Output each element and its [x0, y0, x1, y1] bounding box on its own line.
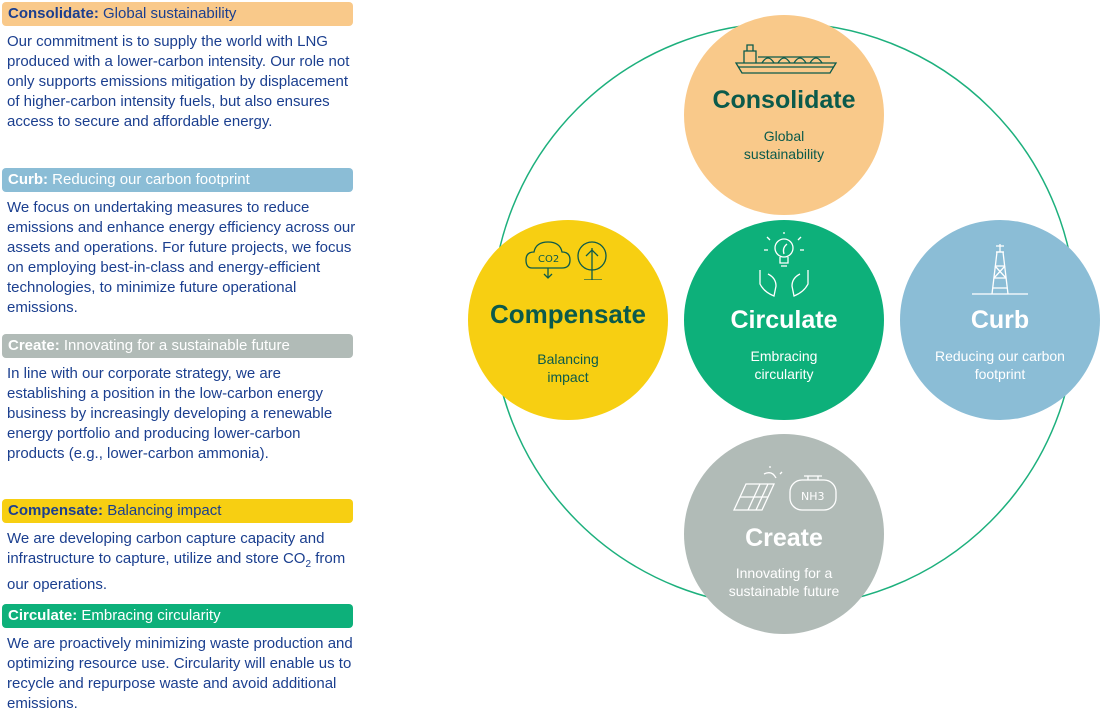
- circle-consolidate: Consolidate Global sustainability: [684, 15, 884, 215]
- section-header: Curb Reducing our carbon footprint: [2, 168, 353, 192]
- section-header: Compensate Balancing impact: [2, 499, 353, 523]
- header-bold: Create: [8, 337, 60, 354]
- section-compensate: Compensate Balancing impact We are devel…: [0, 499, 358, 595]
- hands-lightbulb-icon: [759, 232, 809, 297]
- header-bold: Circulate: [8, 607, 77, 624]
- circle-curb: Curb Reducing our carbon footprint: [900, 220, 1100, 420]
- section-body: We are proactively minimizing waste prod…: [7, 635, 353, 712]
- body-text: We are developing carbon capture capacit…: [7, 530, 325, 567]
- section-header: Create Innovating for a sustainable futu…: [2, 334, 353, 358]
- section-curb: Curb Reducing our carbon footprint We fo…: [0, 168, 358, 318]
- section-body: In line with our corporate strategy, we …: [7, 365, 333, 462]
- section-body: We focus on undertaking measures to redu…: [7, 199, 356, 316]
- circle-subtitle: Reducing our carbon footprint: [935, 348, 1065, 382]
- circle-circulate: Circulate Embracing circularity: [684, 220, 884, 420]
- section-create: Create Innovating for a sustainable futu…: [0, 334, 358, 464]
- circle-create: NH3 Create Innovating for a sustainable …: [684, 434, 884, 634]
- lng-ship-icon: [734, 44, 838, 74]
- section-body: Our commitment is to supply the world wi…: [7, 33, 350, 130]
- circle-title: Circulate: [730, 306, 838, 334]
- circle-title: Consolidate: [712, 86, 856, 114]
- oil-rig-icon: [972, 244, 1028, 295]
- circle-subtitle: Balancing impact: [537, 351, 599, 385]
- circle-subtitle: Embracing circularity: [750, 348, 818, 382]
- circle-subtitle: Innovating for a sustainable future: [728, 565, 840, 599]
- header-bold: Curb: [8, 171, 48, 188]
- section-consolidate: Consolidate Global sustainability Our co…: [0, 2, 358, 132]
- co2-subscript: 2: [305, 559, 312, 570]
- section-header: Consolidate Global sustainability: [2, 2, 353, 26]
- nh3-icon-label: NH3: [801, 490, 825, 503]
- solar-panel-ammonia-tank-icon: NH3: [732, 466, 837, 511]
- header-bold: Consolidate: [8, 5, 99, 22]
- circle-subtitle: Global sustainability: [743, 128, 825, 162]
- header-text: Reducing our carbon footprint: [48, 171, 250, 188]
- section-circulate: Circulate Embracing circularity We are p…: [0, 604, 358, 714]
- circle-title: Create: [745, 524, 823, 552]
- co2-cloud-tree-icon: CO2: [525, 241, 607, 280]
- circle-title: Curb: [970, 306, 1030, 334]
- header-text: Innovating for a sustainable future: [59, 337, 290, 354]
- section-body: We are developing carbon capture capacit…: [7, 529, 357, 595]
- header-text: Balancing impact: [103, 502, 222, 519]
- body-text-end: from our operations.: [7, 550, 346, 593]
- header-text: Embracing circularity: [77, 607, 221, 624]
- header-text: Global sustainability: [98, 5, 237, 22]
- co2-icon-label: CO2: [538, 254, 559, 265]
- section-header: Circulate Embracing circularity: [2, 604, 353, 628]
- circle-compensate: CO2 Compensate Balancing impact: [468, 220, 668, 420]
- header-bold: Compensate: [8, 502, 103, 519]
- circle-title: Compensate: [489, 299, 647, 329]
